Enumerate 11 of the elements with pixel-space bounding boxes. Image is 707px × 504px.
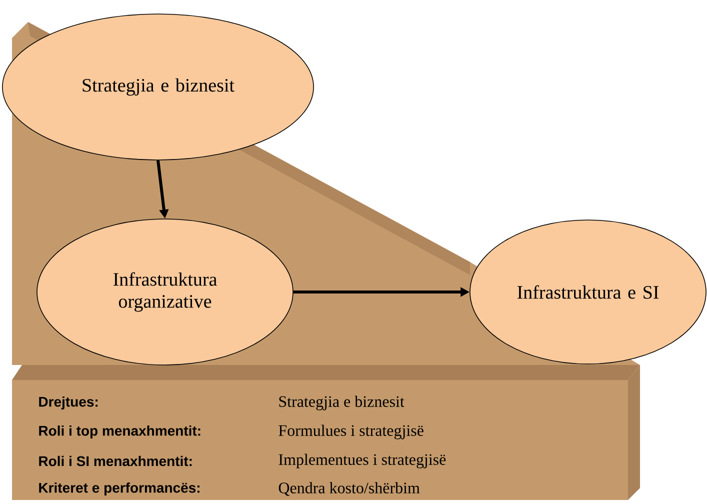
- ellipse-node: Infrastruktura e SI: [470, 220, 706, 364]
- row-label: Roli i top menaxhmentit:: [39, 425, 200, 439]
- ellipse-node: Strategjia e biznesit: [2, 14, 314, 160]
- row-label: Roli i SI menaxhmentit:: [39, 456, 192, 466]
- row-label: Kriteret e performancës:: [39, 482, 200, 496]
- row-value: Qendra kosto/shërbim: [278, 482, 420, 496]
- row-value: Implementues i strategjisë: [278, 454, 446, 468]
- row-value: Formulues i strategjisë: [278, 424, 424, 440]
- row-value: Strategjia e biznesit: [279, 396, 404, 410]
- row-label: Drejtues:: [39, 396, 98, 410]
- ellipse-node: Infrastruktura organizative: [36, 218, 294, 366]
